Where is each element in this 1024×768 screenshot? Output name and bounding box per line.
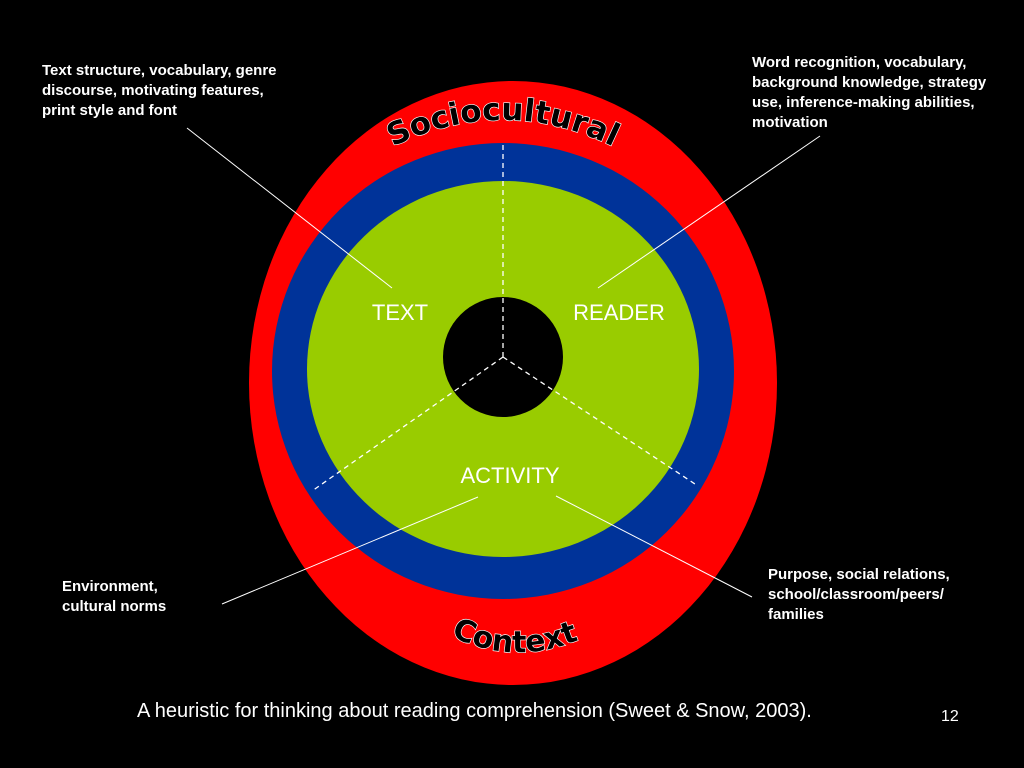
callout-lines [186, 127, 821, 605]
note-reader-abilities: Word recognition, vocabulary, background… [752, 54, 987, 131]
note-environment: Environment, cultural norms [62, 578, 167, 615]
segment-label-text: TEXT [372, 300, 428, 325]
note-purpose: Purpose, social relations, school/classr… [768, 566, 950, 623]
callout-line-text [186, 127, 393, 289]
divider-right [502, 356, 699, 487]
callout-line-reader [597, 135, 821, 289]
note-text-features: Text structure, vocabulary, genre discou… [42, 62, 277, 119]
divider-left [311, 356, 504, 492]
segment-label-activity: ACTIVITY [460, 463, 559, 488]
slide-caption: A heuristic for thinking about reading c… [137, 700, 812, 722]
segment-dividers [311, 145, 699, 492]
callout-line-environment [221, 496, 479, 605]
page-number: 12 [941, 708, 959, 725]
segment-label-reader: READER [573, 300, 665, 325]
callout-line-purpose [555, 495, 753, 598]
